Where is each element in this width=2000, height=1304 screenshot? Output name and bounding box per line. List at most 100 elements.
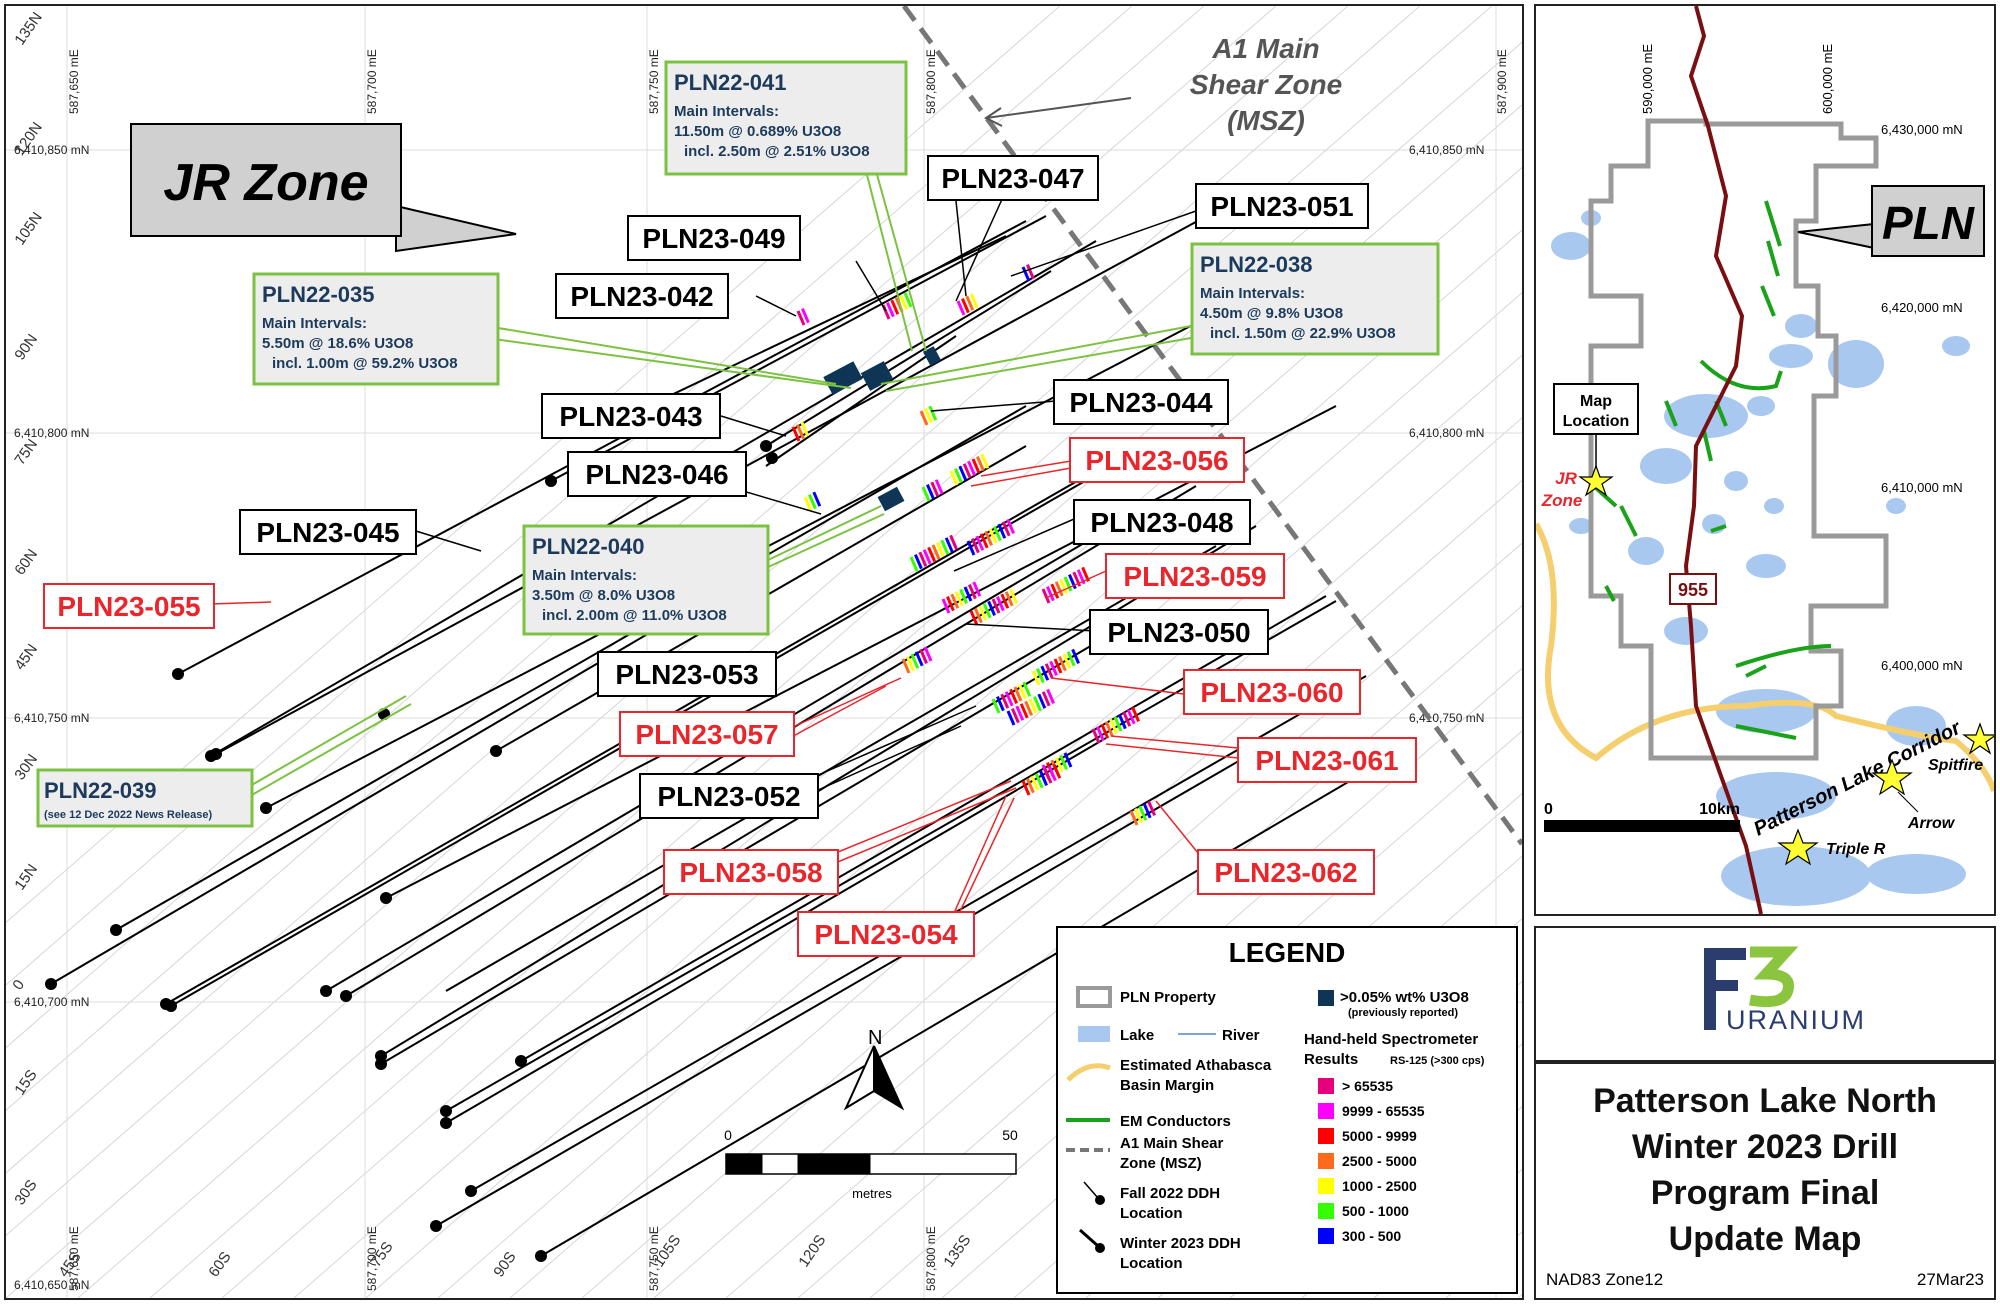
spectrometer-tick — [1043, 768, 1053, 784]
spectrometer-tick — [996, 596, 1005, 612]
spectrometer-tick — [1049, 660, 1058, 676]
range-swatch — [1318, 1203, 1334, 1219]
range-label: > 65535 — [1342, 1078, 1393, 1094]
spectrometer-tick — [1100, 723, 1110, 739]
spectrometer-tick — [918, 551, 928, 567]
spectrometer-tick — [1053, 658, 1063, 674]
spectrometer-tick — [910, 653, 920, 669]
spectrometer-tick — [1062, 653, 1072, 669]
svg-text:Main Intervals:: Main Intervals: — [532, 567, 637, 584]
range-swatch — [1318, 1103, 1334, 1119]
inset-northing-tick: 6,420,000 mN — [1881, 300, 1963, 315]
three-icon — [1749, 946, 1799, 1008]
ddh-winter-swatch — [1079, 1228, 1099, 1248]
map-location-label: Location — [1563, 413, 1630, 430]
spectrometer-tick — [1018, 684, 1027, 700]
grid-label: 105N — [11, 209, 45, 248]
northing-tick: 6,410,650 mN — [14, 1278, 89, 1292]
arrow-star-icon — [1871, 758, 1913, 796]
spectrometer-tick — [978, 605, 988, 621]
legend-item: Location — [1120, 1205, 1183, 1222]
spectrometer-tick — [927, 546, 936, 562]
legend-item: Location — [1120, 1255, 1183, 1272]
spectrometer-tick — [1048, 766, 1057, 782]
hole-label: PLN23-046 — [585, 459, 728, 490]
spectrometer-tick — [1006, 710, 1016, 726]
hole-label-red: PLN23-062 — [1214, 857, 1357, 888]
spectrometer-tick — [976, 456, 985, 472]
spectrometer-tick — [914, 651, 924, 667]
range-swatch — [1318, 1228, 1334, 1244]
spectrometer-tick — [982, 603, 992, 619]
spectrometer-tick — [1050, 583, 1060, 599]
spectrometer-title: Results — [1304, 1051, 1358, 1068]
hole-label: PLN23-053 — [615, 659, 758, 690]
hole-label-red: PLN23-055 — [57, 591, 200, 622]
spectrometer-tick — [949, 534, 958, 550]
spectrometer-tick — [1122, 711, 1132, 727]
svg-text:N: N — [868, 1027, 882, 1049]
spitfire-star-icon — [1962, 722, 1998, 755]
svg-text:PLN22-041: PLN22-041 — [674, 70, 787, 95]
spectrometer-tick — [987, 600, 996, 616]
spectrometer-tick — [1046, 688, 1055, 704]
svg-text:incl. 2.50m @ 2.51% U3O8: incl. 2.50m @ 2.51% U3O8 — [684, 143, 870, 160]
svg-text:0: 0 — [724, 1127, 732, 1143]
inset-scale-end: 10km — [1699, 801, 1740, 818]
hole-label: PLN23-042 — [570, 281, 713, 312]
msz-label-line: (MSZ) — [1227, 105, 1305, 136]
grid-label: 135S — [940, 1232, 974, 1270]
spectrometer-tick — [1040, 665, 1050, 681]
inset-map-svg: 590,000 mE 600,000 mE 6,430,000 mN 6,420… — [1533, 5, 1998, 915]
hole-label-red: PLN23-058 — [679, 857, 822, 888]
pln-title: PLN — [1882, 197, 1975, 249]
main-map-svg: 587,650 mE 587,700 mE 587,750 mE 587,800… — [0, 4, 2000, 1299]
hole-label: PLN23-049 — [642, 223, 785, 254]
legend-item: EM Conductors — [1120, 1113, 1231, 1130]
spectrometer-tick — [1026, 778, 1035, 794]
triple-r-star-icon — [1777, 828, 1819, 866]
spectrometer-tick — [914, 554, 923, 570]
easting-tick: 587,800 mE — [924, 1226, 938, 1291]
legend-item: Basin Margin — [1120, 1077, 1214, 1094]
svg-text:4.50m @ 9.8% U3O8: 4.50m @ 9.8% U3O8 — [1200, 305, 1343, 322]
spectrometer-tick — [1024, 700, 1033, 716]
callout-pln22-035: PLN22-035 Main Intervals: 5.50m @ 18.6% … — [252, 272, 500, 386]
spectrometer-tick — [991, 598, 1001, 614]
u3o8-label: >0.05% wt% U3O8 — [1340, 989, 1469, 1006]
svg-text:incl. 1.50m @ 22.9% U3O8: incl. 1.50m @ 22.9% U3O8 — [1210, 325, 1396, 342]
hole-label: PLN23-043 — [559, 401, 702, 432]
spectrometer-tick — [971, 458, 981, 474]
spectrometer-tick — [959, 588, 968, 604]
easting-tick: 587,700 mE — [365, 1226, 379, 1291]
range-swatch — [1318, 1178, 1334, 1194]
spectrometer-tick — [924, 408, 933, 424]
legend-box: LEGEND PLN Property Lake River Estimated… — [1056, 926, 1518, 1294]
hole-label-red: PLN23-061 — [1255, 745, 1398, 776]
spectrometer-title: Hand-held Spectrometer — [1304, 1031, 1478, 1048]
range-label: 300 - 500 — [1342, 1228, 1401, 1244]
spectrometer-tick — [791, 426, 801, 442]
svg-text:50: 50 — [1002, 1127, 1018, 1143]
jr-zone-title: JR Zone — [163, 154, 368, 212]
grid-label: 45N — [11, 641, 41, 673]
u3o8-swatch — [1318, 990, 1334, 1006]
spectrometer-tick — [890, 299, 900, 315]
spectrometer-tick — [1118, 714, 1127, 730]
northing-tick: 6,410,700 mN — [14, 995, 89, 1009]
msz-label-line: A1 Main — [1211, 33, 1319, 64]
legend-item: Estimated Athabasca — [1120, 1057, 1272, 1074]
spectrometer-tick — [1044, 663, 1054, 679]
spectrometer-tick — [1030, 775, 1040, 791]
spectrometer-tick — [1066, 651, 1076, 667]
northing-tick: 6,410,800 mN — [1409, 426, 1484, 440]
spectrometer-tick — [1096, 726, 1105, 742]
spectrometer-tick — [1041, 588, 1051, 604]
spectrometer-tick — [1113, 716, 1123, 732]
spectrometer-tick — [974, 608, 983, 624]
date-label: 27Mar23 — [1916, 1270, 1984, 1289]
easting-tick: 587,700 mE — [365, 49, 379, 114]
spectrometer-tick — [962, 463, 972, 479]
spectrometer-tick — [967, 460, 976, 476]
northing-tick: 6,410,800 mN — [14, 426, 89, 440]
